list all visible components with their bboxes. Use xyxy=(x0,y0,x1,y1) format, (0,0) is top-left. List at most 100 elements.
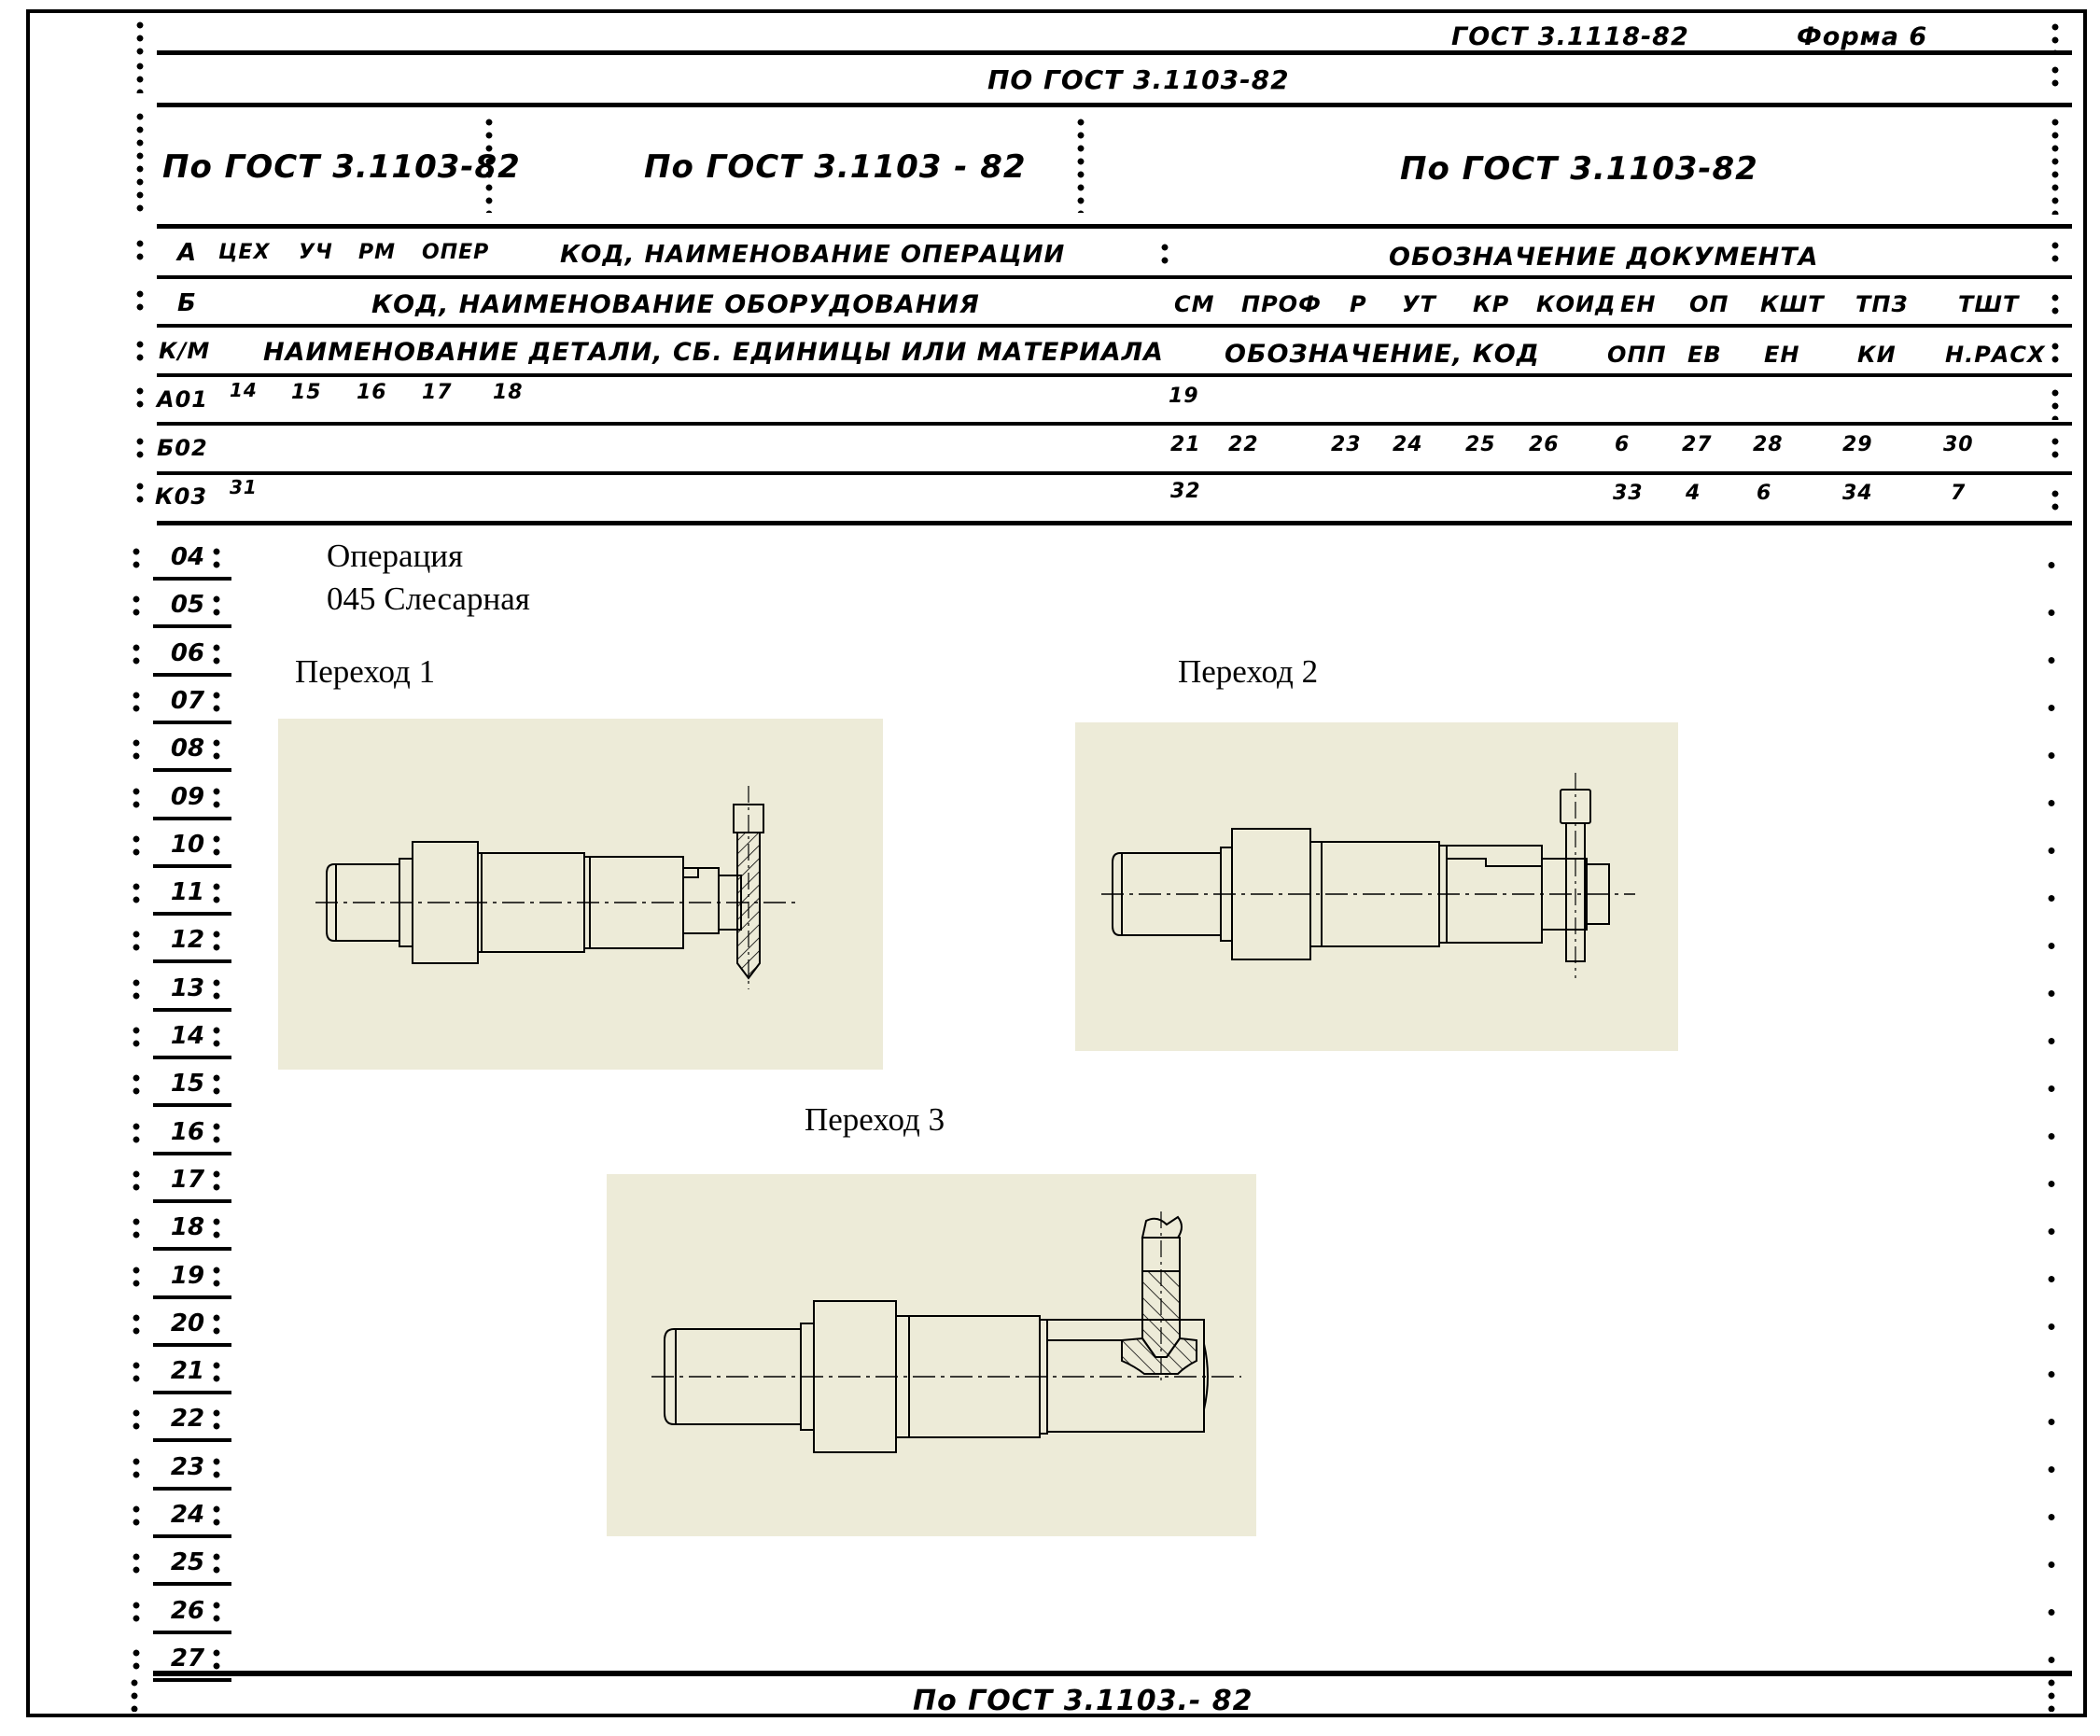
left-dots-8 xyxy=(136,435,144,463)
row-right-dots xyxy=(213,1215,220,1243)
row-right-dots xyxy=(213,1071,220,1099)
row-left-dots xyxy=(133,641,140,669)
row-underline xyxy=(153,1534,231,1538)
row-right-dots xyxy=(213,1168,220,1196)
row-number-22: 22 xyxy=(170,1405,205,1433)
row-km-en: ЕН xyxy=(1764,342,1800,368)
sep-dots-a xyxy=(485,116,493,213)
row-a-oper: ОПЕР xyxy=(422,241,490,264)
row-number-17: 17 xyxy=(170,1166,205,1194)
row-right-dots xyxy=(213,976,220,1004)
row-number-13: 13 xyxy=(170,974,205,1002)
sep-dots-b xyxy=(1077,116,1085,213)
step-3-title: Переход 3 xyxy=(805,1101,945,1138)
row-right-dots xyxy=(213,880,220,908)
row-number-06: 06 xyxy=(170,639,205,667)
row-right-dots xyxy=(213,928,220,956)
rule-8 xyxy=(157,471,2072,475)
row-b02-n30: 30 xyxy=(1943,433,1974,456)
row-left-dots xyxy=(133,689,140,717)
row-a-uch: УЧ xyxy=(299,241,333,264)
row-right-dots xyxy=(213,689,220,717)
row-right-dots xyxy=(213,1264,220,1292)
row-underline xyxy=(153,912,231,916)
block-right-gost: По ГОСТ 3.1103-82 xyxy=(1400,150,1758,188)
right-dots-5 xyxy=(2051,291,2059,319)
row-right-dots xyxy=(213,1120,220,1148)
right-dots-7 xyxy=(2051,386,2059,420)
row-number-08: 08 xyxy=(170,735,205,763)
row-km-designation: ОБОЗНАЧЕНИЕ, КОД xyxy=(1225,340,1540,369)
row-number-23: 23 xyxy=(170,1453,205,1481)
row-b-prof: ПРОФ xyxy=(1241,291,1322,317)
row-left-dots xyxy=(133,1120,140,1148)
left-dots-9 xyxy=(136,480,144,508)
row-number-04: 04 xyxy=(170,543,205,571)
row-b-ut: УТ xyxy=(1402,291,1436,317)
row-b-en: ЕН xyxy=(1620,291,1657,317)
row-left-dots xyxy=(133,1646,140,1674)
row-underline xyxy=(153,1152,231,1155)
row-left-dots xyxy=(133,1264,140,1292)
row-km-nrasx: Н.РАСХ xyxy=(1945,342,2046,368)
row-number-25: 25 xyxy=(170,1548,205,1576)
row-number-20: 20 xyxy=(170,1309,205,1337)
row-b02-n24: 24 xyxy=(1393,433,1423,456)
row-k03-n33: 33 xyxy=(1613,482,1644,505)
right-dots-top xyxy=(2051,21,2059,54)
row-right-dots xyxy=(213,785,220,813)
row-underline xyxy=(153,768,231,772)
row-underline xyxy=(153,577,231,581)
row-b-sm: СМ xyxy=(1174,291,1215,317)
row-number-11: 11 xyxy=(170,878,205,906)
row-a01-n17: 17 xyxy=(422,381,453,404)
row-number-27: 27 xyxy=(170,1645,205,1673)
bottom-left-dots xyxy=(131,1676,138,1712)
left-dots-7 xyxy=(136,385,144,413)
row-left-dots xyxy=(133,1215,140,1243)
row-underline xyxy=(153,1582,231,1586)
row-left-dots xyxy=(133,1311,140,1339)
row-underline xyxy=(153,1391,231,1394)
row-number-15: 15 xyxy=(170,1070,205,1098)
row-underline xyxy=(153,1103,231,1107)
row-left-dots xyxy=(133,785,140,813)
by-gost-line: ПО ГОСТ 3.1103-82 xyxy=(987,64,1290,95)
block-mid-gost: По ГОСТ 3.1103 - 82 xyxy=(644,148,1027,186)
row-km-ev: ЕВ xyxy=(1687,342,1722,368)
row-underline xyxy=(153,673,231,677)
row-underline xyxy=(153,1343,231,1347)
left-dots-5 xyxy=(136,287,144,315)
right-dots-9 xyxy=(2051,487,2059,515)
row-number-09: 09 xyxy=(170,783,205,811)
right-dots-3 xyxy=(2051,116,2059,215)
row-km-name: НАИМЕНОВАНИЕ ДЕТАЛИ, СБ. ЕДИНИЦЫ ИЛИ МАТ… xyxy=(263,338,1164,367)
rule-bottom xyxy=(153,1671,2072,1676)
row-b-koid: КОИД xyxy=(1536,291,1617,317)
right-dots-6 xyxy=(2051,340,2059,368)
row-a-cex: ЦЕХ xyxy=(218,241,271,264)
row-left-dots xyxy=(133,593,140,621)
row-b02-n28: 28 xyxy=(1753,433,1784,456)
step-1-title: Переход 1 xyxy=(295,653,436,690)
row-left-dots xyxy=(133,1024,140,1052)
row-number-18: 18 xyxy=(170,1213,205,1241)
row-right-dots xyxy=(213,593,220,621)
row-b-equipment: КОД, НАИМЕНОВАНИЕ ОБОРУДОВАНИЯ xyxy=(371,290,980,319)
row-k03-label: К03 xyxy=(155,483,208,510)
left-dots-1 xyxy=(136,19,144,60)
form-label: Форма 6 xyxy=(1797,22,1928,51)
row-underline xyxy=(153,1631,231,1634)
row-k03-n4: 4 xyxy=(1686,482,1701,505)
row-right-dots xyxy=(213,1024,220,1052)
row-km-ki: КИ xyxy=(1857,342,1897,368)
left-dots-3 xyxy=(136,110,144,215)
row-left-dots xyxy=(133,833,140,861)
row-left-dots xyxy=(133,880,140,908)
row-b02-n21: 21 xyxy=(1170,433,1201,456)
row-b02-n26: 26 xyxy=(1529,433,1560,456)
row-right-dots xyxy=(213,1503,220,1531)
row-underline xyxy=(153,817,231,820)
row-k03-n31: 31 xyxy=(230,476,258,498)
row-a01-n18: 18 xyxy=(493,381,524,404)
